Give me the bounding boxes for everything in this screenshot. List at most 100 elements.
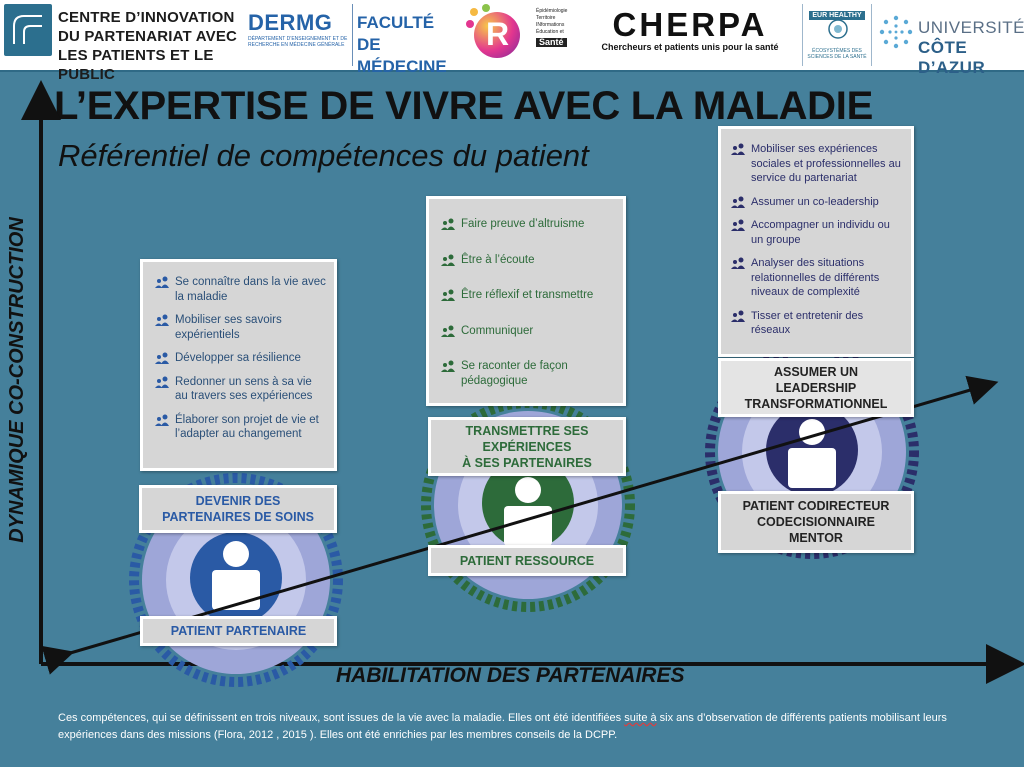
footnote: Ces compétences, qui se définissent en t… — [58, 710, 1008, 744]
list-item: Mobiliser ses savoirs expérientiels — [153, 313, 326, 342]
list-item: Redonner un sens à sa vie au travers ses… — [153, 375, 326, 404]
footnote-text: Ces compétences, qui se définissent en t… — [58, 712, 625, 724]
eur-subtext: ÉCOSYSTÈMES DES SCIENCES DE LA SANTÉ — [807, 48, 867, 60]
faculte-logo: FACULTÉ DE MÉDECINE — [352, 4, 460, 76]
cherpa-name: CHERPA — [612, 6, 768, 43]
ecosystem-icon — [828, 19, 848, 39]
dermg-name: DERMG — [248, 10, 333, 35]
skill-text: Développer sa résilience — [175, 352, 301, 364]
people-bullet-icon — [731, 257, 747, 274]
retines-circle — [474, 12, 520, 58]
people-bullet-icon — [155, 276, 171, 293]
skills-panel-level-1: Se connaître dans la vie avec la maladie… — [140, 259, 337, 471]
eur-healthy-logo: EUR HEALTHY ÉCOSYSTÈMES DES SCIENCES DE … — [802, 4, 872, 66]
people-bullet-icon — [441, 254, 457, 271]
list-item: Être à l’écoute — [439, 253, 615, 268]
list-item: Faire preuve d’altruisme — [439, 217, 615, 232]
people-bullet-icon — [441, 218, 457, 235]
people-bullet-icon — [155, 376, 171, 393]
people-bullet-icon — [155, 314, 171, 331]
retines-item: Éducation et — [536, 29, 564, 35]
people-bullet-icon — [441, 325, 457, 342]
x-axis-label: HABILITATION DES PARTENAIRES — [336, 664, 685, 687]
level-2-title: TRANSMETTRE SES EXPÉRIENCES À SES PARTEN… — [428, 417, 626, 476]
level-title-line: TRANSFORMATIONNEL — [744, 396, 888, 411]
level-1-title: DEVENIR DES PARTENAIRES DE SOINS — [139, 485, 337, 533]
eur-tag: EUR HEALTHY — [809, 11, 865, 20]
people-bullet-icon — [731, 196, 747, 213]
level-status-line: CODECISIONNAIRE — [756, 515, 876, 529]
skill-text: Mobiliser ses expériences sociales et pr… — [751, 143, 901, 184]
skill-text: Être à l’écoute — [461, 253, 535, 266]
logo-dot — [482, 4, 490, 12]
people-bullet-icon — [155, 414, 171, 431]
skill-text: Élaborer son projet de vie et l’adapter … — [175, 413, 319, 441]
dermg-subtext: DÉPARTEMENT D’ENSEIGNEMENT ET DE RECHERC… — [248, 36, 348, 48]
list-item: Se raconter de façon pédagogique — [439, 359, 615, 388]
level-title-line: ASSUMER UN — [773, 364, 859, 379]
skill-text: Se connaître dans la vie avec la maladie — [175, 276, 326, 303]
centre-line: DU PARTENARIAT AVEC — [58, 28, 238, 45]
logo-band: CENTRE D’INNOVATION DU PARTENARIAT AVEC … — [0, 0, 1024, 83]
list-item: Être réflexif et transmettre — [439, 288, 615, 303]
retines-item: INformations — [536, 22, 565, 28]
retines-item: Territoire — [536, 15, 556, 21]
list-item: Mobiliser ses expériences sociales et pr… — [729, 142, 905, 186]
cherpa-logo: CHERPA Chercheurs et patients unis pour … — [592, 4, 788, 66]
list-item: Assumer un co-leadership — [729, 195, 905, 210]
level-status-line: PATIENT CODIRECTEUR — [742, 499, 890, 513]
universite-line1: UNIVERSITÉ — [918, 18, 1024, 37]
list-item: Tisser et entretenir des réseaux — [729, 309, 905, 338]
level-title-line: TRANSMETTRE SES — [465, 423, 589, 438]
logo-dot — [466, 20, 474, 28]
skill-text: Analyser des situations relationnelles d… — [751, 257, 880, 298]
retines-letter: R — [486, 16, 510, 52]
level-title-line: À SES PARTENAIRES — [462, 455, 592, 470]
logo-dot — [470, 8, 478, 16]
list-item: Communiquer — [439, 324, 615, 339]
skill-text: Communiquer — [461, 324, 534, 337]
faculte-line: DE MÉDECINE — [357, 35, 447, 76]
people-bullet-icon — [731, 310, 747, 327]
skills-panel-level-3: Mobiliser ses expériences sociales et pr… — [718, 126, 914, 357]
list-item: Se connaître dans la vie avec la maladie — [153, 275, 326, 304]
people-bullet-icon — [441, 289, 457, 306]
level-title-line: EXPÉRIENCES — [482, 439, 572, 454]
list-item: Développer sa résilience — [153, 351, 326, 366]
list-item: Accompagner un individu ou un groupe — [729, 218, 905, 247]
list-item: Analyser des situations relationnelles d… — [729, 256, 905, 300]
skill-list: Se connaître dans la vie avec la maladie… — [153, 275, 326, 442]
retines-list: Épidémiologie Territoire INformations Éd… — [536, 4, 588, 66]
level-status-line: MENTOR — [789, 531, 843, 545]
level-2-status: PATIENT RESSOURCE — [428, 545, 626, 576]
dermg-logo: DERMG DÉPARTEMENT D’ENSEIGNEMENT ET DE R… — [248, 4, 348, 66]
skill-text: Mobiliser ses savoirs expérientiels — [175, 314, 282, 341]
people-bullet-icon — [441, 360, 457, 377]
skill-text: Tisser et entretenir des réseaux — [751, 309, 864, 337]
retines-logo: R — [466, 4, 536, 66]
skill-list: Mobiliser ses expériences sociales et pr… — [729, 142, 905, 338]
retines-item: Épidémiologie — [536, 8, 568, 14]
centre-innovation-logo: CENTRE D’INNOVATION DU PARTENARIAT AVEC … — [58, 4, 248, 83]
list-item: Élaborer son projet de vie et l’adapter … — [153, 413, 326, 442]
progression-arrow — [41, 375, 999, 675]
skill-text: Faire preuve d’altruisme — [461, 218, 585, 230]
page-title: L’EXPERTISE DE VIVRE AVEC LA MALADIE — [54, 84, 873, 128]
universite-logo: UNIVERSITÉ CÔTE D’AZUR — [876, 4, 1024, 77]
skill-text: Redonner un sens à sa vie au travers ses… — [175, 375, 313, 403]
retines-sante: Santé — [536, 38, 567, 47]
centre-line: CENTRE D’INNOVATION — [58, 9, 235, 26]
skill-text: Être réflexif et transmettre — [461, 289, 594, 301]
y-axis-label: DYNAMIQUE CO-CONSTRUCTION — [6, 217, 28, 543]
dots-circle-icon — [879, 15, 913, 49]
level-1-status: PATIENT PARTENAIRE — [140, 616, 337, 646]
level-title-line: DEVENIR DES — [195, 494, 281, 508]
level-title-line: LEADERSHIP — [775, 380, 857, 395]
people-bullet-icon — [155, 352, 171, 369]
centre-line: LES PATIENTS ET LE PUBLIC — [58, 47, 214, 83]
footnote-text: six ans d’observation de différents pati… — [58, 712, 947, 741]
faculte-line: FACULTÉ — [357, 13, 435, 32]
level-3-status: PATIENT CODIRECTEUR CODECISIONNAIRE MENT… — [718, 491, 914, 553]
skill-list: Faire preuve d’altruisme Être à l’écoute… — [439, 217, 615, 388]
skills-panel-level-2: Faire preuve d’altruisme Être à l’écoute… — [426, 196, 626, 406]
